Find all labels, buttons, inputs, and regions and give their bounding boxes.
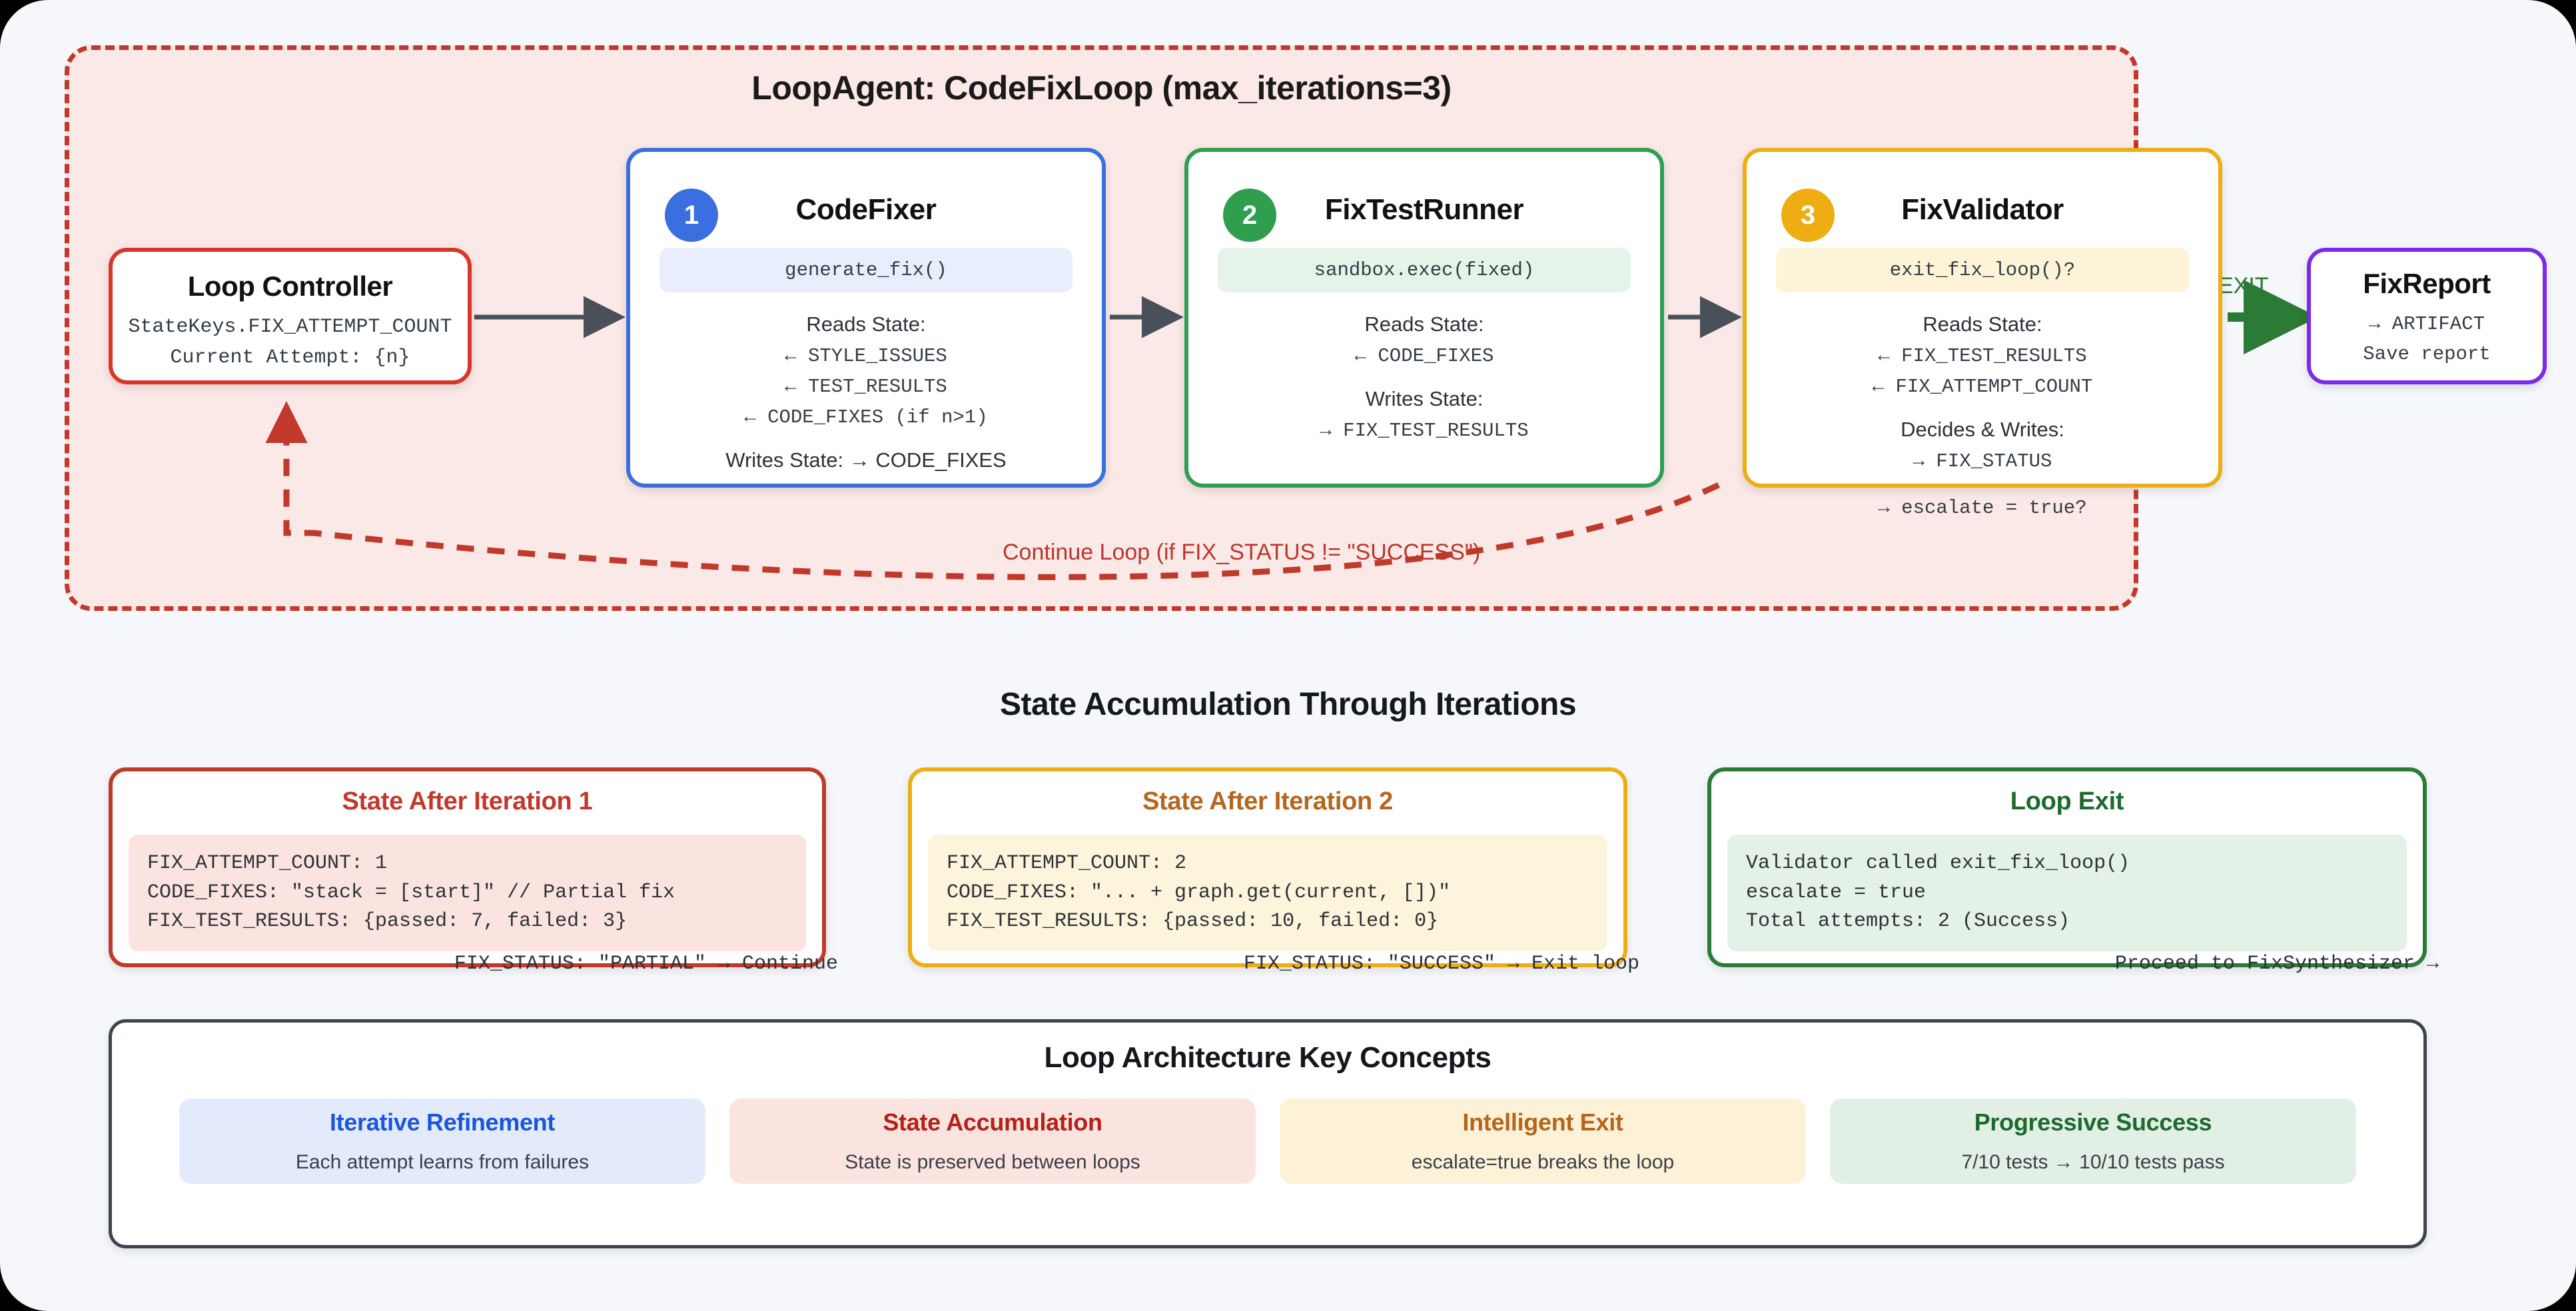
- state-line: CODE_FIXES: "... + graph.get(current, []…: [947, 881, 1451, 904]
- key-concept-sub: 7/10 tests → 10/10 tests pass: [1961, 1151, 2225, 1173]
- key-concept-sub: escalate=true breaks the loop: [1411, 1151, 1675, 1173]
- key-concept-card-intelligent-exit[interactable]: Intelligent Exit escalate=true breaks th…: [1280, 1098, 1806, 1184]
- state-card-1-title: State After Iteration 1: [342, 787, 593, 815]
- state-line: Total attempts: 2 (Success): [1746, 910, 2070, 933]
- state-card-3-footer: Proceed to FixSynthesizer →: [2114, 952, 2439, 975]
- continue-loop-label: Continue Loop (if FIX_STATUS != "SUCCESS…: [1003, 540, 1481, 565]
- key-concept-card-progressive-success[interactable]: Progressive Success 7/10 tests → 10/10 t…: [1830, 1098, 2356, 1184]
- state-card-2-title: State After Iteration 2: [1142, 787, 1393, 815]
- agent-code-fixvalidator: exit_fix_loop()?: [1776, 248, 2189, 292]
- reads-item-code-fixes-2: ← CODE_FIXES: [1354, 345, 1494, 367]
- key-concepts-title: Loop Architecture Key Concepts: [1044, 1041, 1492, 1074]
- reads-item-fix-test-results: ← FIX_TEST_RESULTS: [1878, 345, 2087, 367]
- writes-state-label-codefixer: Writes State: → CODE_FIXES: [725, 448, 1007, 472]
- state-card-iteration-1[interactable]: State After Iteration 1 FIX_ATTEMPT_COUN…: [109, 767, 838, 975]
- reads-state-label-fixtestrunner: Reads State:: [1364, 312, 1484, 336]
- loop-controller-attempt: Current Attempt: {n}: [170, 346, 410, 369]
- key-concepts-panel: Loop Architecture Key Concepts Iterative…: [109, 1019, 2427, 1248]
- agent-card-fixtestrunner[interactable]: 2 FixTestRunner sandbox.exec(fixed) Read…: [1184, 148, 1664, 488]
- state-card-2-body: FIX_ATTEMPT_COUNT: 2 CODE_FIXES: "... + …: [928, 835, 1607, 951]
- agent-title-fixtestrunner: FixTestRunner: [1324, 193, 1524, 226]
- reads-item-fix-attempt-count: ← FIX_ATTEMPT_COUNT: [1872, 376, 2093, 398]
- fix-report-node[interactable]: FixReport → ARTIFACT Save report: [2307, 248, 2547, 384]
- reads-state-label-fixvalidator: Reads State:: [1923, 312, 2042, 336]
- state-line: CODE_FIXES: "stack = [start]" // Partial…: [147, 881, 675, 904]
- agent-title-codefixer: CodeFixer: [795, 193, 937, 226]
- state-line: FIX_TEST_RESULTS: {passed: 7, failed: 3}: [147, 910, 628, 933]
- agent-badge-3: 3: [1781, 189, 1835, 242]
- key-concepts-row: Iterative Refinement Each attempt learns…: [112, 1098, 2423, 1184]
- state-card-iteration-2[interactable]: State After Iteration 2 FIX_ATTEMPT_COUN…: [908, 767, 1639, 975]
- key-concept-sub: Each attempt learns from failures: [295, 1151, 590, 1173]
- loop-agent-title: LoopAgent: CodeFixLoop (max_iterations=3…: [751, 69, 1452, 107]
- agent-code-codefixer: generate_fix(): [659, 248, 1073, 292]
- writes-item-fix-test-results: → FIX_TEST_RESULTS: [1320, 420, 1529, 442]
- key-concept-head: Iterative Refinement: [329, 1108, 556, 1136]
- key-concept-card-state-accumulation[interactable]: State Accumulation State is preserved be…: [729, 1098, 1256, 1184]
- key-concept-sub: State is preserved between loops: [845, 1151, 1140, 1173]
- state-card-2-footer: FIX_STATUS: "SUCCESS" → Exit loop: [1243, 952, 1639, 975]
- fix-report-artifact: → ARTIFACT: [2368, 313, 2485, 335]
- state-line: escalate = true: [1746, 881, 1927, 904]
- agent-card-fixvalidator[interactable]: 3 FixValidator exit_fix_loop()? Reads St…: [1743, 148, 2222, 519]
- writes-state-label-fixtestrunner: Writes State:: [1365, 387, 1484, 410]
- state-section-heading: State Accumulation Through Iterations: [999, 687, 1577, 722]
- reads-state-label-codefixer: Reads State:: [806, 312, 926, 336]
- state-card-3-body: Validator called exit_fix_loop() escalat…: [1727, 835, 2407, 951]
- escalate-overflow-text: → escalate = true?: [1878, 497, 2087, 519]
- key-concept-head: State Accumulation: [883, 1108, 1102, 1136]
- writes-item-fix-status: → FIX_STATUS: [1913, 450, 2052, 472]
- fix-report-title: FixReport: [2363, 268, 2491, 299]
- loop-controller-statekey: StateKeys.FIX_ATTEMPT_COUNT: [128, 316, 452, 338]
- state-line: FIX_ATTEMPT_COUNT: 2: [947, 852, 1187, 875]
- key-concept-card-iterative-refinement[interactable]: Iterative Refinement Each attempt learns…: [179, 1098, 705, 1184]
- agent-badge-2: 2: [1223, 189, 1276, 242]
- state-card-1-body: FIX_ATTEMPT_COUNT: 1 CODE_FIXES: "stack …: [129, 835, 806, 951]
- state-card-loop-exit[interactable]: Loop Exit Validator called exit_fix_loop…: [1707, 767, 2439, 975]
- state-line: Validator called exit_fix_loop(): [1746, 852, 2130, 875]
- state-card-1-footer: FIX_STATUS: "PARTIAL" → Continue: [454, 952, 838, 975]
- loop-controller-node[interactable]: Loop Controller StateKeys.FIX_ATTEMPT_CO…: [109, 248, 472, 384]
- agent-title-fixvalidator: FixValidator: [1901, 193, 2064, 226]
- key-concept-head: Intelligent Exit: [1462, 1108, 1623, 1136]
- decides-writes-label: Decides & Writes:: [1901, 418, 2064, 441]
- reads-item-test-results: ← TEST_RESULTS: [785, 376, 947, 398]
- state-card-3-title: Loop Exit: [2010, 787, 2124, 815]
- state-line: FIX_TEST_RESULTS: {passed: 10, failed: 0…: [947, 910, 1439, 933]
- loop-controller-title: Loop Controller: [187, 270, 393, 302]
- reads-item-style-issues: ← STYLE_ISSUES: [785, 345, 947, 367]
- reads-item-code-fixes: ← CODE_FIXES (if n>1): [744, 406, 988, 428]
- agent-card-codefixer[interactable]: 1 CodeFixer generate_fix() Reads State: …: [626, 148, 1106, 488]
- exit-label: EXIT: [2218, 273, 2269, 298]
- agent-badge-1: 1: [665, 189, 718, 242]
- key-concept-head: Progressive Success: [1974, 1108, 2212, 1136]
- agent-code-fixtestrunner: sandbox.exec(fixed): [1218, 248, 1631, 292]
- state-line: FIX_ATTEMPT_COUNT: 1: [147, 852, 388, 875]
- fix-report-save: Save report: [2363, 343, 2491, 365]
